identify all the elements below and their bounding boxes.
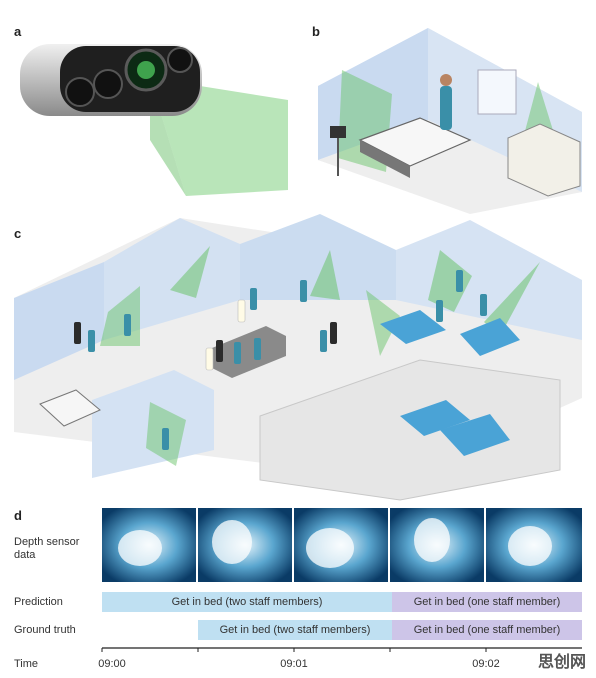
panel-label-c: c [14,226,21,241]
watermark: 思创网 [538,648,586,672]
depth-frame-2 [198,508,292,582]
prediction-segment-one-staff: Get in bed (one staff member) [392,592,582,612]
time-tick-0900: 09:00 [98,658,126,670]
time-tick-0901: 09:01 [280,658,308,670]
row-label-depth: Depth sensor data [14,536,94,562]
panel-label-a: a [14,24,21,39]
prediction-segment-two-staff: Get in bed (two staff members) [102,592,392,612]
ground-truth-segment-one-staff: Get in bed (one staff member) [392,620,582,640]
row-label-ground-truth: Ground truth [14,624,76,637]
row-label-prediction: Prediction [14,596,63,609]
time-tick-0902: 09:02 [472,658,500,670]
depth-frame-4 [390,508,484,582]
depth-frame-1 [102,508,196,582]
row-label-time: Time [14,658,38,671]
panel-label-b: b [312,24,320,39]
ground-truth-segment-two-staff: Get in bed (two staff members) [198,620,392,640]
depth-frame-3 [294,508,388,582]
depth-frame-5 [486,508,582,582]
panel-label-d: d [14,508,22,523]
